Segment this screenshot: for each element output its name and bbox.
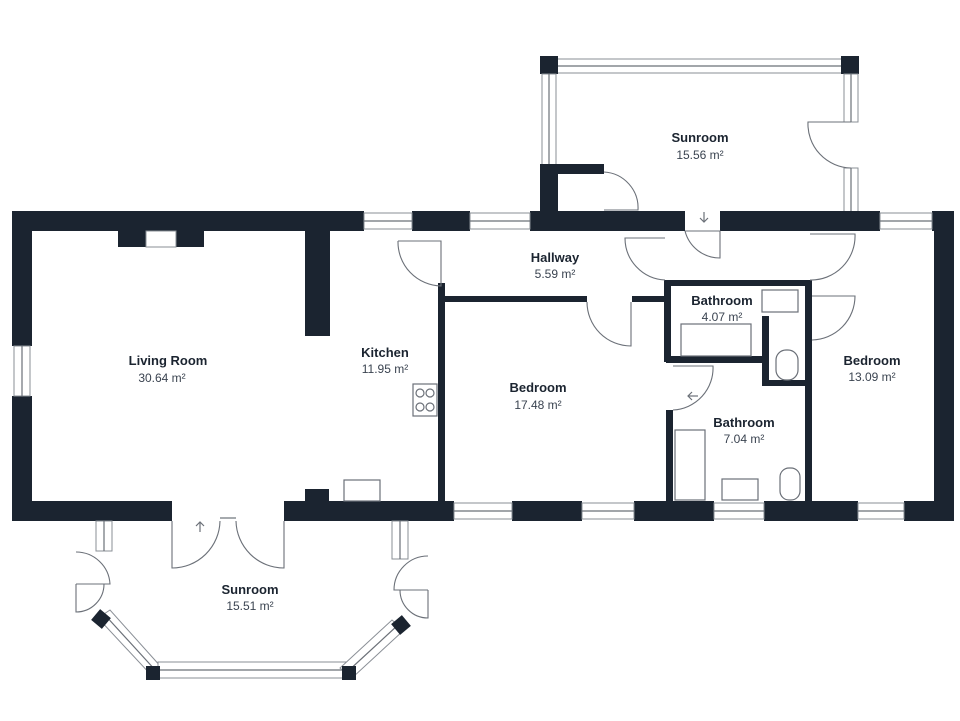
fixtures: [195, 212, 801, 532]
room-area: 4.07 m²: [702, 310, 743, 324]
room-bedroom-middle: Bedroom 17.48 m²: [509, 380, 566, 412]
room-kitchen: Kitchen 11.95 m²: [361, 345, 409, 376]
room-bedroom-right: Bedroom 13.09 m²: [843, 353, 900, 384]
room-label: Bathroom: [691, 293, 752, 308]
room-label: Sunroom: [221, 582, 278, 597]
room-sunroom-top: Sunroom 15.56 m²: [671, 130, 728, 162]
room-bathroom-small: Bathroom 4.07 m²: [691, 293, 752, 324]
room-label: Bedroom: [509, 380, 566, 395]
room-label: Sunroom: [671, 130, 728, 145]
room-area: 17.48 m²: [514, 398, 561, 412]
room-label: Hallway: [531, 250, 580, 265]
room-area: 11.95 m²: [362, 362, 408, 376]
exterior-walls: [12, 211, 954, 521]
room-area: 7.04 m²: [724, 432, 765, 446]
room-area: 15.56 m²: [676, 148, 723, 162]
room-label: Bedroom: [843, 353, 900, 368]
room-label: Living Room: [129, 353, 208, 368]
doors: [75, 230, 856, 619]
room-label: Bathroom: [713, 415, 774, 430]
room-hallway: Hallway 5.59 m²: [531, 250, 580, 281]
room-sunroom-bottom: Sunroom 15.51 m²: [221, 582, 278, 613]
interior-walls: [118, 229, 812, 503]
room-bathroom-large: Bathroom 7.04 m²: [713, 415, 774, 446]
sunroom-top-structure: [540, 56, 859, 214]
room-label: Kitchen: [361, 345, 409, 360]
room-living-room: Living Room 30.64 m²: [129, 353, 208, 385]
sunroom-bottom-structure: [91, 520, 411, 680]
room-area: 15.51 m²: [226, 599, 273, 613]
room-area: 30.64 m²: [138, 371, 185, 385]
room-area: 5.59 m²: [535, 267, 576, 281]
room-area: 13.09 m²: [848, 370, 895, 384]
